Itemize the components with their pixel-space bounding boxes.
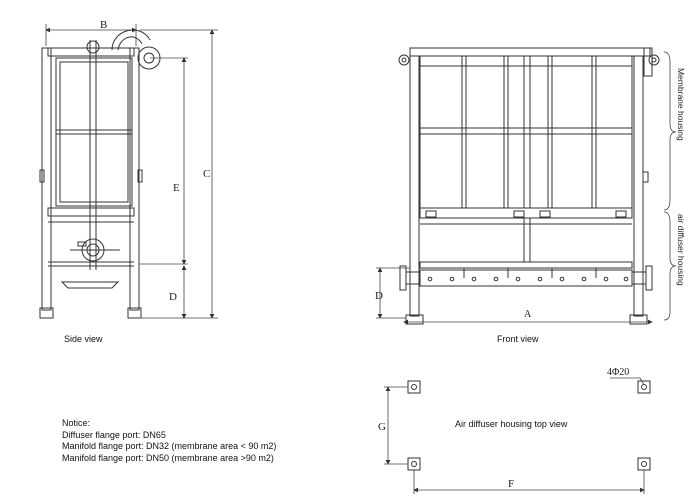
front-left-post xyxy=(409,55,420,317)
side-outlet-pipe xyxy=(111,29,151,51)
front-view-dimensions xyxy=(376,51,677,325)
side-view-drawing xyxy=(39,29,161,319)
top-view-caption: Air diffuser housing top view xyxy=(455,419,568,429)
front-right-flange xyxy=(645,265,653,291)
front-diffuser-manifold xyxy=(419,261,633,269)
air-diffuser-housing-brace xyxy=(663,211,677,321)
front-lower-frame xyxy=(419,207,633,219)
front-view-drawing xyxy=(398,47,660,325)
front-right-lug xyxy=(648,54,660,66)
dim-e-label: E xyxy=(173,182,180,194)
side-left-foot xyxy=(39,307,54,319)
dim-d-front-label: D xyxy=(375,290,383,302)
front-diffuser-pipe xyxy=(419,269,633,287)
front-right-post xyxy=(633,55,644,317)
side-view-caption: Side view xyxy=(64,334,103,344)
side-left-post xyxy=(41,47,52,311)
notice-block: Notice: Diffuser flange port: DN65 Manif… xyxy=(62,418,276,464)
dim-d-side-label: D xyxy=(169,291,177,303)
hole-spec-label: 4Φ20 xyxy=(607,367,629,378)
membrane-housing-brace xyxy=(663,51,677,211)
front-left-flange xyxy=(399,265,407,291)
top-view-dimensions xyxy=(384,386,645,494)
side-right-foot xyxy=(127,307,142,319)
front-left-lug xyxy=(398,54,410,66)
side-membrane-inner xyxy=(59,61,129,203)
dim-b-label: B xyxy=(100,19,107,31)
side-view-dimensions xyxy=(45,24,218,319)
side-lower-frame xyxy=(47,207,135,217)
side-membrane-module xyxy=(55,57,133,207)
notice-title: Notice: xyxy=(62,418,91,428)
notice-line: Manifold flange port: DN32 (membrane are… xyxy=(62,441,277,452)
top-hole-top-left xyxy=(407,380,421,394)
air-diffuser-housing-label: air diffuser housing xyxy=(676,214,686,286)
dim-a-label: A xyxy=(524,309,532,320)
front-membrane-block xyxy=(419,55,633,209)
dim-g-label: G xyxy=(378,421,386,433)
side-top-flange xyxy=(86,40,100,54)
front-view-caption: Front view xyxy=(497,334,539,344)
dim-f-label: F xyxy=(508,478,514,490)
notice-line: Diffuser flange port: DN65 xyxy=(62,429,166,440)
front-top-rail xyxy=(409,47,651,57)
dim-c-label: C xyxy=(203,168,210,180)
notice-line: Manifold flange port: DN50 (membrane are… xyxy=(62,452,274,463)
top-hole-bottom-left xyxy=(407,457,421,471)
side-diffuser-tray xyxy=(60,281,120,289)
side-top-bar xyxy=(47,47,135,57)
top-hole-top-right xyxy=(637,380,651,394)
membrane-housing-label: Membrane housing xyxy=(676,68,686,141)
top-hole-bottom-right xyxy=(637,457,651,471)
top-view-drawing xyxy=(407,377,651,471)
